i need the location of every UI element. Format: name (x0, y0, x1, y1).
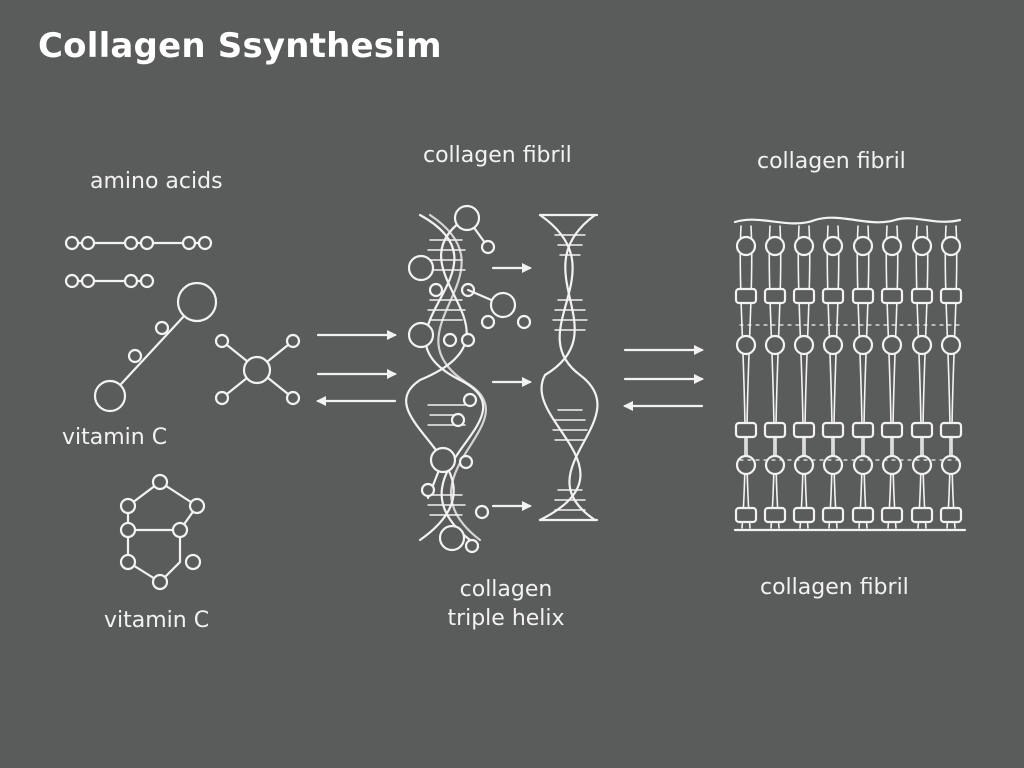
arrows-left-group (316, 330, 397, 406)
collagen-fibril-bundle (733, 216, 967, 532)
label-collagen-triple-helix-line1: collagen (459, 577, 553, 602)
amino-acid-chain-1 (64, 235, 213, 251)
branched-molecule (214, 333, 301, 406)
arrows-right-group (623, 345, 704, 411)
arrows-middle (491, 263, 532, 511)
label-collagen-fibril-bottom: collagen fibril (760, 575, 909, 600)
vitamin-c-ring-molecule (119, 473, 206, 591)
page-title: Collagen Ssynthesim (38, 26, 442, 66)
label-vitamin-c-2: vitamin C (104, 608, 210, 633)
label-vitamin-c-1: vitamin C (62, 425, 168, 450)
double-helix-left (405, 204, 532, 554)
double-helix-right (538, 213, 599, 522)
vitamin-c-chain-molecule (93, 281, 218, 413)
label-collagen-fibril-right: collagen fibril (757, 149, 906, 174)
label-amino-acids: amino acids (90, 169, 223, 194)
label-collagen-fibril-middle: collagen fibril (423, 143, 572, 168)
amino-acid-chain-2 (64, 273, 155, 289)
label-collagen-triple-helix-line2: triple helix (447, 606, 565, 631)
